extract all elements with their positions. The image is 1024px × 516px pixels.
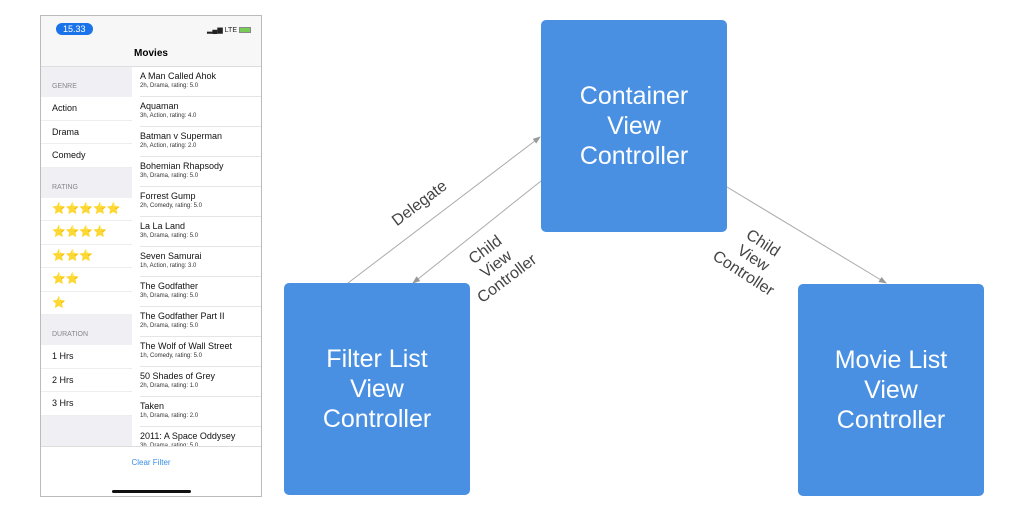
movie-row[interactable]: The Wolf of Wall Street 1h, Comedy, ratin… <box>140 337 261 367</box>
status-bar: 15.33 ▂▄▆ LTE <box>41 16 261 41</box>
filter-item[interactable]: ⭐⭐⭐⭐⭐ <box>41 197 132 221</box>
bottom-bar: Clear Filter <box>41 446 261 496</box>
movie-row[interactable]: 50 Shades of Grey 2h, Drama, rating: 1.0 <box>140 367 261 397</box>
movie-row[interactable]: Bohemian Rhapsody 3h, Drama, rating: 5.0 <box>140 157 261 187</box>
filter-item[interactable]: Drama <box>41 120 132 144</box>
section-header: RATING <box>52 183 78 191</box>
carrier: LTE <box>224 27 237 34</box>
movie-title: Bohemian Rhapsody <box>140 161 224 171</box>
section-header: DURATION <box>52 331 89 338</box>
movie-title: Forrest Gump <box>140 191 196 201</box>
filter-item[interactable]: Comedy <box>41 144 132 168</box>
movie-title: A Man Called Ahok <box>140 71 217 81</box>
filter-list-view-controller-box: Filter List View Controller <box>284 283 470 495</box>
movie-subtitle: 2h, Action, rating: 2.0 <box>140 143 197 149</box>
box-label: Filter List View Controller <box>322 345 432 433</box>
movie-subtitle: 3h, Action, rating: 4.0 <box>140 113 197 119</box>
filter-item[interactable]: ⭐⭐ <box>41 268 132 292</box>
movie-row[interactable]: Taken 1h, Drama, rating: 2.0 <box>140 397 261 427</box>
movie-title: Seven Samurai <box>140 251 202 261</box>
movie-row[interactable]: Aquaman 3h, Action, rating: 4.0 <box>140 97 261 127</box>
movie-subtitle: 2h, Comedy, rating: 5.0 <box>140 203 202 209</box>
signal-icon: ▂▄▆ LTE <box>207 26 251 34</box>
filter-item[interactable]: ⭐ <box>41 291 132 315</box>
movie-subtitle: 1h, Action, rating: 3.0 <box>140 263 197 269</box>
movie-row[interactable]: A Man Called Ahok 2h, Drama, rating: 5.0 <box>140 67 261 97</box>
movie-subtitle: 2h, Drama, rating: 5.0 <box>140 323 199 329</box>
status-time: 15.33 <box>56 23 93 35</box>
movie-title: Taken <box>140 401 165 411</box>
section-header: GENRE <box>52 83 77 90</box>
movie-subtitle: 3h, Drama, rating: 5.0 <box>140 233 199 239</box>
movie-subtitle: 2h, Drama, rating: 5.0 <box>140 83 199 89</box>
movie-title: The Godfather <box>140 281 199 291</box>
movie-title: La La Land <box>140 221 186 231</box>
filter-item[interactable]: Action <box>41 97 132 121</box>
movie-subtitle: 3h, Drama, rating: 5.0 <box>140 443 199 446</box>
movie-subtitle: 1h, Comedy, rating: 5.0 <box>140 353 202 359</box>
movie-row[interactable]: Seven Samurai 1h, Action, rating: 3.0 <box>140 247 261 277</box>
child-arrow-right <box>726 186 887 284</box>
container-view-controller-box: Container View Controller <box>541 20 727 232</box>
filter-item[interactable]: 1 Hrs <box>41 345 132 369</box>
delegate-arrow <box>347 136 541 284</box>
home-indicator <box>112 490 191 493</box>
box-label: Container View Controller <box>579 82 689 170</box>
movie-subtitle: 2h, Drama, rating: 1.0 <box>140 383 199 389</box>
filter-item[interactable]: 3 Hrs <box>41 392 132 416</box>
movie-row[interactable]: Forrest Gump 2h, Comedy, rating: 5.0 <box>140 187 261 217</box>
movie-subtitle: 1h, Drama, rating: 2.0 <box>140 413 199 419</box>
nav-title: Movies <box>41 41 261 67</box>
movie-title: 50 Shades of Grey <box>140 371 216 381</box>
movie-list-view-controller-box: Movie List View Controller <box>798 284 984 496</box>
filter-item[interactable]: 2 Hrs <box>41 368 132 392</box>
movie-row[interactable]: 2011: A Space Oddysey 3h, Drama, rating: … <box>140 427 261 446</box>
movie-title: Batman v Superman <box>140 131 223 141</box>
clear-filter-button[interactable]: Clear Filter <box>131 458 171 467</box>
movie-title: The Godfather Part II <box>140 311 225 321</box>
movie-row[interactable]: The Godfather 3h, Drama, rating: 5.0 <box>140 277 261 307</box>
movie-title: The Wolf of Wall Street <box>140 341 233 351</box>
movie-title: Aquaman <box>140 101 179 111</box>
movie-row[interactable]: Batman v Superman 2h, Action, rating: 2.0 <box>140 127 261 157</box>
child-arrow-left <box>412 180 542 284</box>
filter-item[interactable]: ⭐⭐⭐⭐ <box>41 221 132 245</box>
movie-title: 2011: A Space Oddysey <box>140 431 236 441</box>
filter-item[interactable]: ⭐⭐⭐ <box>41 244 132 268</box>
battery-icon <box>239 27 251 34</box>
movie-subtitle: 3h, Drama, rating: 5.0 <box>140 173 199 179</box>
movie-row[interactable]: La La Land 3h, Drama, rating: 5.0 <box>140 217 261 247</box>
movie-subtitle: 3h, Drama, rating: 5.0 <box>140 293 199 299</box>
box-label: Movie List View Controller <box>834 346 948 434</box>
movie-row[interactable]: The Godfather Part II 2h, Drama, rating: … <box>140 307 261 337</box>
